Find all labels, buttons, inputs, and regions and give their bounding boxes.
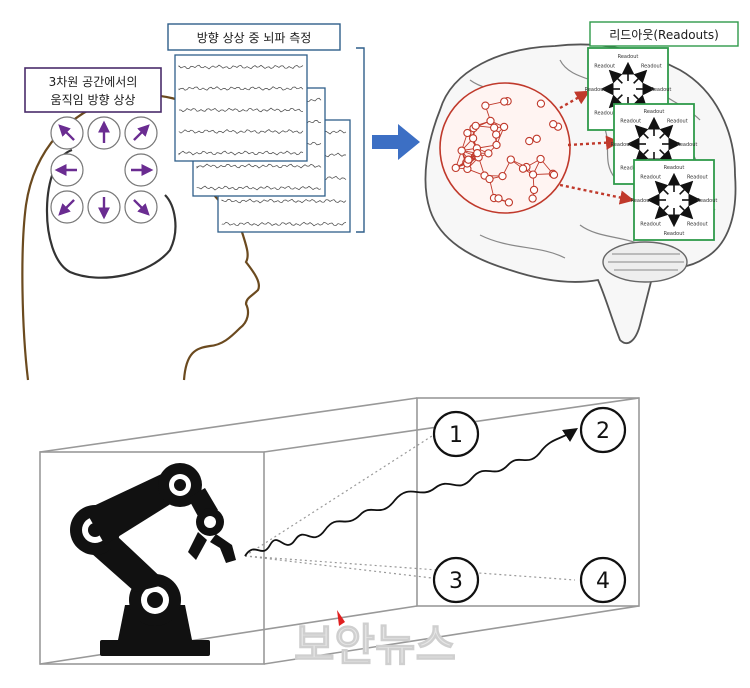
trajectory-path <box>245 430 575 556</box>
readout-label: Readout <box>687 221 708 227</box>
flow-arrow-icon <box>372 124 420 160</box>
network-node <box>474 150 481 157</box>
eeg-bracket <box>356 48 364 232</box>
direction-arrow-2 <box>88 117 120 149</box>
motion-imagery-line-2: 움직임 방향 상상 <box>51 93 136 107</box>
network-node <box>458 147 465 154</box>
network-node <box>499 173 506 180</box>
network-node <box>472 122 479 129</box>
eeg-measure-text: 방향 상상 중 뇌파 측정 <box>197 31 312 45</box>
direction-arrow-8 <box>125 191 157 223</box>
network-node <box>533 135 540 142</box>
network-node <box>485 150 492 157</box>
target-guide-lines <box>245 436 575 580</box>
target-2-label: 2 <box>596 419 610 444</box>
network-node <box>550 171 557 178</box>
network-node <box>465 156 472 163</box>
network-node <box>486 175 493 182</box>
readout-label: Readout <box>651 87 672 93</box>
direction-arrow-5 <box>125 154 157 186</box>
direction-arrow-3 <box>125 117 157 149</box>
readout-label: Readout <box>594 110 615 116</box>
readout-label: Readout <box>687 175 708 181</box>
readout-label: Readout <box>697 198 718 204</box>
network-node <box>495 195 502 202</box>
direction-arrow-4 <box>51 154 83 186</box>
network-node <box>482 102 489 109</box>
readout-label: Readout <box>594 64 615 70</box>
network-node <box>464 129 471 136</box>
network-node <box>529 195 536 202</box>
direction-arrow-6 <box>51 191 83 223</box>
network-node <box>530 186 537 193</box>
readout-label: Readout <box>631 198 652 204</box>
target-3-label: 3 <box>449 569 463 594</box>
motion-imagery-line-1: 3차원 공간에서의 <box>49 75 138 89</box>
network-node <box>452 164 459 171</box>
network-node <box>491 124 498 131</box>
network-node <box>505 199 512 206</box>
eeg-measure-label: 방향 상상 중 뇌파 측정 <box>168 24 340 50</box>
motion-imagery-label: 3차원 공간에서의 움직임 방향 상상 <box>25 68 161 112</box>
readout-label: Readout <box>585 87 606 93</box>
robot-gripper-finger-2 <box>210 534 236 563</box>
target-4: 4 <box>581 558 625 602</box>
readout-label: Readout <box>618 54 639 60</box>
network-node <box>507 156 514 163</box>
direction-arrow-1 <box>51 117 83 149</box>
network-node <box>470 135 477 142</box>
target-3: 3 <box>434 558 478 602</box>
eeg-signal-panels <box>175 55 350 232</box>
readout-label: Readout <box>667 119 688 125</box>
readout-label: Readout <box>620 119 641 125</box>
readout-label: Readout <box>640 175 661 181</box>
readout-label: Readout <box>677 142 698 148</box>
network-node <box>550 121 557 128</box>
target-4-label: 4 <box>596 569 610 594</box>
network-node <box>487 117 494 124</box>
network-node <box>519 165 526 172</box>
network-node <box>526 137 533 144</box>
target-1: 1 <box>434 412 478 456</box>
eeg-panel-3 <box>175 55 307 161</box>
robot-arm-icon <box>70 463 236 656</box>
readout-label: Readout <box>664 165 685 171</box>
network-node <box>537 155 544 162</box>
watermark-text: 보안뉴스 <box>294 620 456 671</box>
readout-panel-3: ReadoutReadoutReadoutReadoutReadoutReado… <box>631 160 718 240</box>
network-node <box>529 171 536 178</box>
network-node <box>493 141 500 148</box>
network-node <box>537 100 544 107</box>
watermark: 보안뉴스 <box>294 610 456 671</box>
robot-base-plate <box>100 640 210 656</box>
network-node <box>500 123 507 130</box>
readout-label: Readout <box>644 109 665 115</box>
target-1-label: 1 <box>449 423 463 448</box>
motion-direction-arrows <box>51 117 157 223</box>
direction-arrow-7 <box>88 191 120 223</box>
network-node <box>493 131 500 138</box>
readout-label: Readout <box>664 231 685 237</box>
readouts-label: 리드아웃(Readouts) <box>590 22 738 46</box>
robot-gripper-finger-1 <box>188 532 207 560</box>
readout-label: Readout <box>640 221 661 227</box>
target-2: 2 <box>581 408 625 452</box>
readouts-text: 리드아웃(Readouts) <box>609 28 719 42</box>
network-node <box>501 98 508 105</box>
readout-label: Readout <box>641 64 662 70</box>
readout-label: Readout <box>611 142 632 148</box>
